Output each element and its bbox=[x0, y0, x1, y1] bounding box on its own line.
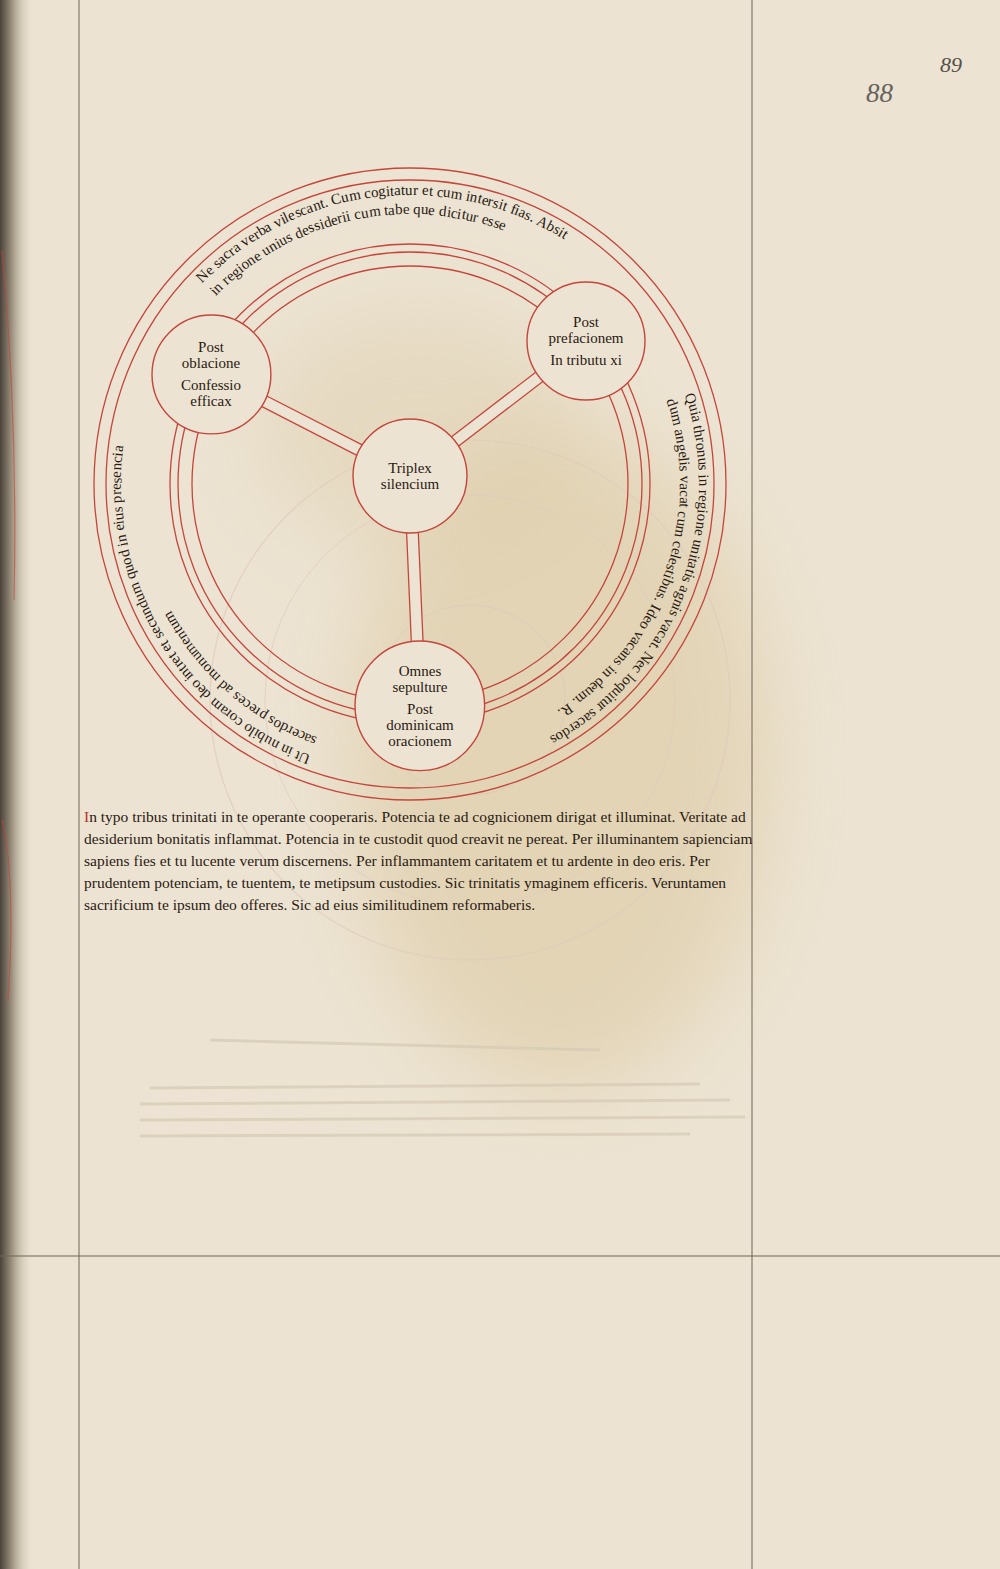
arc-letter bbox=[418, 183, 422, 198]
arc-letter bbox=[677, 472, 692, 476]
arc-letter: p bbox=[109, 495, 124, 503]
facing-page-bleed bbox=[2, 820, 11, 1000]
arc-letter: u bbox=[420, 202, 428, 217]
facing-page-bleed bbox=[2, 250, 15, 600]
ring-line bbox=[94, 168, 726, 800]
arc-letter: g bbox=[695, 502, 711, 511]
arc-letter: n bbox=[694, 449, 710, 458]
arc-letter: a bbox=[676, 496, 691, 504]
arc-letter: e bbox=[421, 183, 428, 198]
ruling-line bbox=[0, 1256, 1000, 1257]
medallion-text: Post oblacione bbox=[168, 339, 254, 371]
medallion-line bbox=[527, 282, 645, 400]
arc-letter: u bbox=[110, 512, 126, 521]
folio-number: 88 bbox=[866, 78, 893, 109]
arc-letter: m bbox=[668, 412, 685, 427]
medallion-line bbox=[152, 315, 271, 434]
medallion-text-wrap: Omnes sepulturePost dominicam oracionem bbox=[354, 640, 486, 772]
medallion-text: In tributu xi bbox=[543, 352, 629, 368]
medallion-circle: Post prefacionem In tributu xi bbox=[526, 281, 646, 401]
arc-letter: i bbox=[696, 475, 711, 480]
interlace-band bbox=[261, 400, 362, 452]
interlace-band bbox=[412, 530, 417, 644]
medallion-text: Post prefacionem bbox=[543, 314, 629, 346]
ruling-line bbox=[752, 0, 753, 1569]
arc-letter: t bbox=[428, 184, 433, 199]
arc-letter: a bbox=[388, 202, 396, 217]
arc-letter: e bbox=[403, 202, 410, 217]
arc-letter: n bbox=[109, 463, 124, 471]
arc-letter: r bbox=[413, 183, 418, 198]
band-edge bbox=[412, 530, 417, 644]
arc-letter: g bbox=[378, 184, 387, 200]
medallion-text: Confessio efficax bbox=[168, 377, 254, 409]
medallion-line bbox=[355, 641, 485, 771]
ghost-writing bbox=[140, 1040, 745, 1136]
arc-letter: n bbox=[696, 479, 711, 487]
ring-line bbox=[106, 180, 714, 788]
interlace-band bbox=[453, 375, 542, 443]
inscribed-ring: Ne sacra verba vilescant. Cum cogitatur … bbox=[94, 168, 726, 800]
arc-letter: u bbox=[695, 457, 711, 466]
ring-inscription: Ne sacra verba vilescant. Cum cogitatur … bbox=[194, 182, 578, 301]
arc-letter: v bbox=[677, 476, 692, 484]
medallion-text: Post dominicam oracionem bbox=[377, 701, 463, 749]
medallion-text-wrap: Post prefacionem In tributu xi bbox=[526, 281, 646, 401]
arc-letter: m bbox=[450, 186, 464, 203]
ring-line bbox=[192, 266, 628, 702]
band-fill bbox=[453, 375, 542, 443]
arc-letter: a bbox=[677, 483, 692, 490]
medallion-circle: Omnes sepulturePost dominicam oracionem bbox=[354, 640, 486, 772]
commentary-text: In typo tribus trinitati in te operante … bbox=[84, 806, 760, 916]
arc-letter: a bbox=[394, 183, 401, 198]
arc-letter: e bbox=[428, 203, 436, 218]
band-fill bbox=[261, 400, 362, 452]
arc-letter: e bbox=[109, 483, 124, 490]
arc-letter: t bbox=[676, 503, 691, 508]
arc-letter: c bbox=[677, 490, 692, 497]
arc-letter: m bbox=[368, 204, 382, 220]
arc-letter bbox=[696, 471, 711, 475]
folio-number: 89 bbox=[940, 52, 962, 78]
arc-letter: r bbox=[109, 490, 124, 495]
band-fill bbox=[412, 530, 417, 644]
arc-letter bbox=[409, 202, 413, 217]
arc-letter: e bbox=[695, 495, 710, 502]
arc-letter: t bbox=[401, 183, 406, 198]
arc-letter: e bbox=[109, 470, 124, 477]
arc-letter: s bbox=[676, 466, 691, 473]
medallion-circle: Triplex silencium bbox=[352, 418, 468, 534]
medallion-text-wrap: Triplex silencium bbox=[352, 418, 468, 534]
arc-letter: m bbox=[347, 187, 361, 204]
arc-letter: s bbox=[695, 465, 710, 472]
band-edge bbox=[453, 375, 542, 443]
arc-letter bbox=[696, 486, 711, 490]
band-edge bbox=[261, 400, 362, 452]
arc-letter: s bbox=[109, 477, 124, 483]
medallion-line bbox=[353, 419, 467, 533]
arc-letter: m bbox=[672, 525, 689, 539]
binding-shadow bbox=[0, 0, 34, 1569]
medallion-text: Omnes sepulture bbox=[377, 663, 463, 695]
arc-letter: r bbox=[696, 490, 711, 495]
arc-letter: b bbox=[395, 202, 403, 217]
arc-letter: e bbox=[692, 528, 708, 537]
medallion-text-wrap: Post oblacioneConfessio efficax bbox=[151, 314, 272, 435]
ruling-line bbox=[79, 0, 80, 1569]
arc-letter: t bbox=[390, 183, 395, 198]
medallion-outline bbox=[151, 314, 272, 435]
arc-letter: q bbox=[413, 202, 421, 217]
ring-inscription: Ut in nubilo coram deo intret et secundu… bbox=[108, 435, 323, 767]
ring-inscription: Quia thronus in regione unitatis agnis v… bbox=[541, 390, 712, 751]
medallion-circle: Post oblacioneConfessio efficax bbox=[151, 314, 272, 435]
arc-letter: u bbox=[405, 183, 413, 198]
medallion-text: Triplex silencium bbox=[367, 460, 453, 492]
